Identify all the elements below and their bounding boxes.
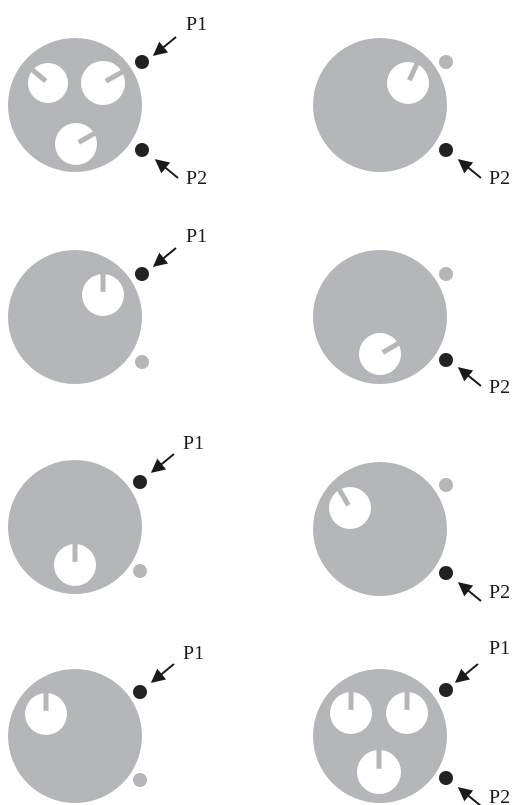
- p2-label: P2: [489, 581, 510, 603]
- p2-label: P2: [489, 786, 510, 805]
- p2-label: P2: [489, 167, 510, 189]
- hole-pointer: [77, 131, 96, 145]
- sensor-p1-dot: [135, 55, 149, 69]
- p2-label: P2: [186, 167, 207, 189]
- hole: [25, 693, 67, 735]
- disk: [8, 669, 142, 803]
- sensor-p1-dot: [439, 683, 453, 697]
- p2-arrow: [457, 787, 482, 805]
- hole: [55, 123, 97, 165]
- sensor-p2-dot: [135, 143, 149, 157]
- p2-arrow: [457, 582, 482, 602]
- p1-arrow: [152, 36, 177, 56]
- disk: [8, 460, 142, 594]
- p1-label: P1: [186, 13, 207, 35]
- panel-6: P2: [313, 462, 510, 603]
- p2-label: P2: [489, 376, 510, 398]
- sensor-p2-dot: [135, 355, 149, 369]
- sensor-p2-dot: [133, 564, 147, 578]
- disk: [313, 250, 447, 384]
- hole: [81, 61, 125, 105]
- p1-arrow: [152, 247, 177, 267]
- p2-arrow: [457, 367, 482, 387]
- sensor-p2-dot: [439, 143, 453, 157]
- panel-7: P1: [8, 642, 204, 803]
- hole: [357, 750, 401, 794]
- disk: [313, 462, 447, 596]
- hole: [82, 274, 124, 316]
- hole: [330, 692, 372, 734]
- hole: [359, 333, 401, 375]
- p1-arrow: [150, 453, 175, 473]
- sensor-p2-dot: [439, 771, 453, 785]
- p2-arrow: [154, 159, 179, 179]
- hole: [329, 487, 371, 529]
- hole: [386, 692, 428, 734]
- panel-5: P1: [8, 432, 204, 594]
- sensor-p2-dot: [133, 773, 147, 787]
- sensor-p2-dot: [439, 353, 453, 367]
- sensor-p1-dot: [439, 267, 453, 281]
- panel-3: P1: [8, 225, 207, 384]
- panel-4: P2: [313, 250, 510, 398]
- hole-pointer: [337, 488, 351, 507]
- disk: [313, 38, 447, 172]
- hole-pointer: [30, 67, 48, 83]
- sensor-p2-dot: [439, 566, 453, 580]
- p2-arrow: [457, 159, 482, 179]
- hole-pointer: [407, 62, 420, 82]
- hole: [387, 62, 429, 104]
- hole: [54, 544, 96, 586]
- sensor-p1-dot: [439, 478, 453, 492]
- disk: [8, 250, 142, 384]
- sensor-p1-dot: [133, 475, 147, 489]
- p1-label: P1: [489, 637, 510, 659]
- sensor-p1-dot: [135, 267, 149, 281]
- hole-pointer: [104, 69, 124, 84]
- p1-label: P1: [186, 225, 207, 247]
- hole-pointer: [381, 341, 400, 355]
- sensor-p1-dot: [133, 685, 147, 699]
- sensor-p1-dot: [439, 55, 453, 69]
- p1-label: P1: [183, 642, 204, 664]
- p1-label: P1: [183, 432, 204, 454]
- p1-arrow: [150, 663, 175, 683]
- p1-arrow: [454, 663, 479, 683]
- panel-2: P2: [313, 38, 510, 189]
